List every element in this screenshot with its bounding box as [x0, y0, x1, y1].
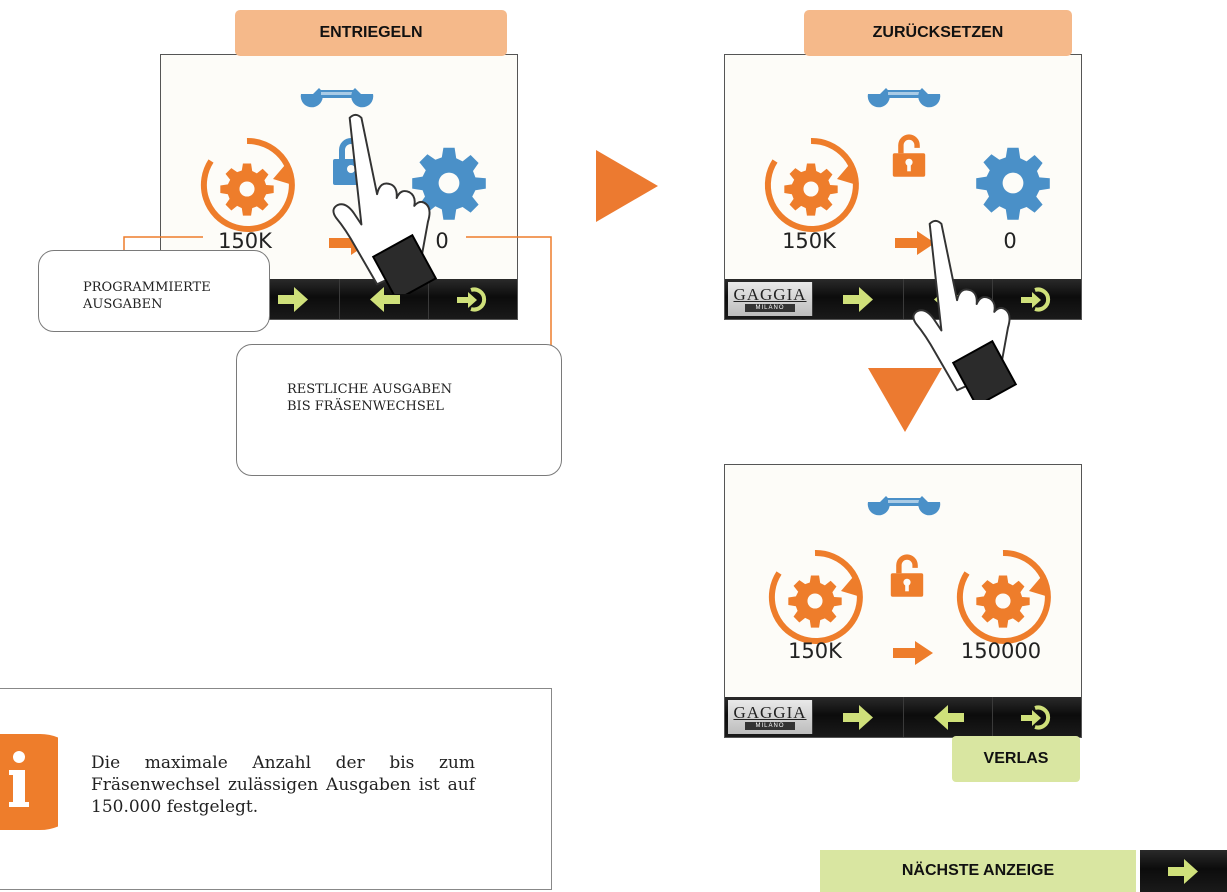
info-icon	[0, 734, 58, 830]
flow-arrow-right	[596, 150, 658, 222]
label-reset: ZURÜCKSETZEN	[804, 10, 1072, 56]
nav-next-button[interactable]	[815, 697, 904, 737]
gear-reset-orange-icon-right	[956, 549, 1051, 644]
wrench-icon	[863, 79, 945, 109]
next-screen-arrow-sample	[1140, 850, 1227, 892]
callout-programmed-line2: AUSGABEN	[83, 297, 163, 312]
pointing-hand-icon	[898, 214, 1024, 400]
gear-reset-orange-icon	[768, 549, 863, 644]
exit-icon	[1017, 702, 1057, 732]
remaining-count: 150000	[960, 639, 1042, 663]
callout-connectors	[123, 236, 552, 345]
nav-back-button[interactable]	[904, 697, 993, 737]
remaining-count: 0	[435, 229, 449, 253]
nav-bar: GAGGIA MILANO	[725, 697, 1081, 737]
gaggia-logo: GAGGIA MILANO	[728, 700, 813, 734]
programmed-count: 150K	[782, 229, 836, 253]
nav-back-button[interactable]	[904, 279, 993, 319]
gaggia-logo: GAGGIA MILANO	[728, 282, 813, 316]
gear-reset-orange-icon	[200, 137, 295, 232]
info-text: Die maximale Anzahl der bis zum Fräsenwe…	[91, 753, 475, 817]
display-screen-result: 150K 150000 GAGGIA MILANO	[724, 464, 1082, 738]
lock-open-icon	[891, 133, 927, 179]
nav-back-button[interactable]	[340, 279, 429, 319]
info-box	[0, 688, 552, 890]
callout-remaining: RESTLICHE AUSGABEN BIS FRÄSENWECHSEL	[236, 344, 562, 476]
arrow-right-icon	[893, 641, 933, 665]
callout-programmed-line1: PROGRAMMIERTE	[83, 280, 211, 295]
arrow-right-nav-icon	[839, 284, 879, 314]
arrow-left-nav-icon	[928, 702, 968, 732]
flow-arrow-down	[868, 368, 942, 432]
arrow-right-nav-icon	[1164, 856, 1204, 886]
callout-remaining-line2: BIS FRÄSENWECHSEL	[287, 399, 444, 414]
callout-programmed: PROGRAMMIERTE AUSGABEN	[38, 250, 270, 332]
label-unlock: ENTRIEGELN	[235, 10, 507, 56]
nav-next-button[interactable]	[815, 279, 904, 319]
lock-open-icon	[889, 553, 925, 599]
logo-sub: MILANO	[745, 304, 795, 312]
callout-remaining-line1: RESTLICHE AUSGABEN	[287, 382, 452, 397]
gear-reset-orange-icon	[764, 137, 859, 232]
display-screen-reset: 150K 0 GAGGIA MILANO	[724, 54, 1082, 320]
label-next-screen: NÄCHSTE ANZEIGE	[820, 850, 1136, 892]
gear-blue-icon	[973, 143, 1053, 223]
nav-bar: GAGGIA MILANO	[725, 279, 1081, 319]
logo-brand: GAGGIA	[733, 703, 807, 722]
nav-next-button[interactable]	[250, 279, 340, 319]
remaining-count: 0	[1003, 229, 1017, 253]
arrow-right-nav-icon	[839, 702, 879, 732]
label-exit: VERLAS	[952, 736, 1080, 782]
nav-exit-button[interactable]	[993, 697, 1081, 737]
logo-brand: GAGGIA	[733, 285, 807, 304]
wrench-icon	[863, 487, 945, 517]
logo-sub: MILANO	[745, 722, 795, 730]
programmed-count: 150K	[788, 639, 842, 663]
programmed-count: 150K	[218, 229, 272, 253]
